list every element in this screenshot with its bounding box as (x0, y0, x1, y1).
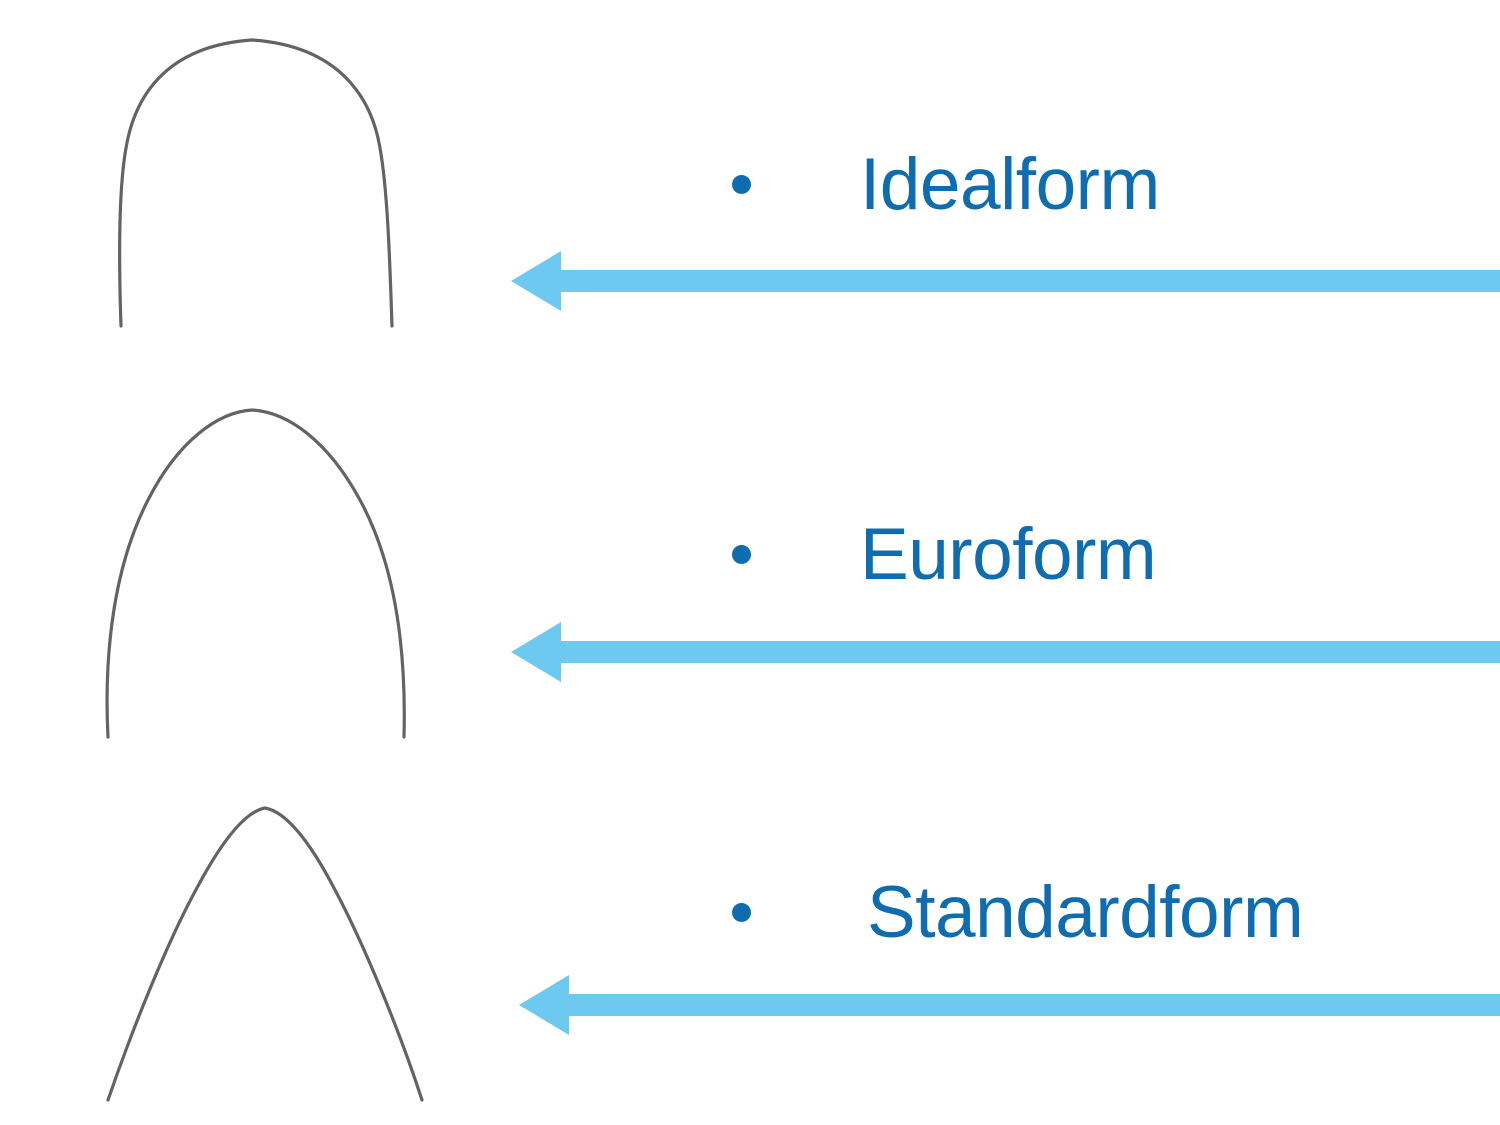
archwire-idealform-icon (118, 38, 394, 328)
arrow-euroform (505, 620, 1500, 684)
label-standardform: Standardform (867, 872, 1304, 953)
label-idealform: Idealform (860, 144, 1160, 225)
arrow-left-icon (511, 622, 1500, 682)
archwire-standardform-icon (106, 806, 424, 1102)
bullet-dot-icon (732, 175, 751, 194)
arrow-left-icon (519, 975, 1500, 1035)
archwire-idealform (60, 18, 460, 348)
list-item-euroform: Euroform (732, 514, 1157, 595)
bullet-dot-icon (732, 545, 751, 564)
arrow-standardform (505, 973, 1500, 1037)
archwire-standardform (60, 788, 470, 1108)
archwire-euroform-icon (105, 408, 406, 739)
label-euroform: Euroform (860, 514, 1157, 595)
arrow-idealform (505, 249, 1500, 313)
list-item-standardform: Standardform (732, 872, 1304, 953)
arrow-left-icon (511, 251, 1500, 311)
list-item-idealform: Idealform (732, 148, 1160, 221)
archwire-euroform (60, 392, 460, 747)
bullet-dot-icon (732, 903, 751, 922)
